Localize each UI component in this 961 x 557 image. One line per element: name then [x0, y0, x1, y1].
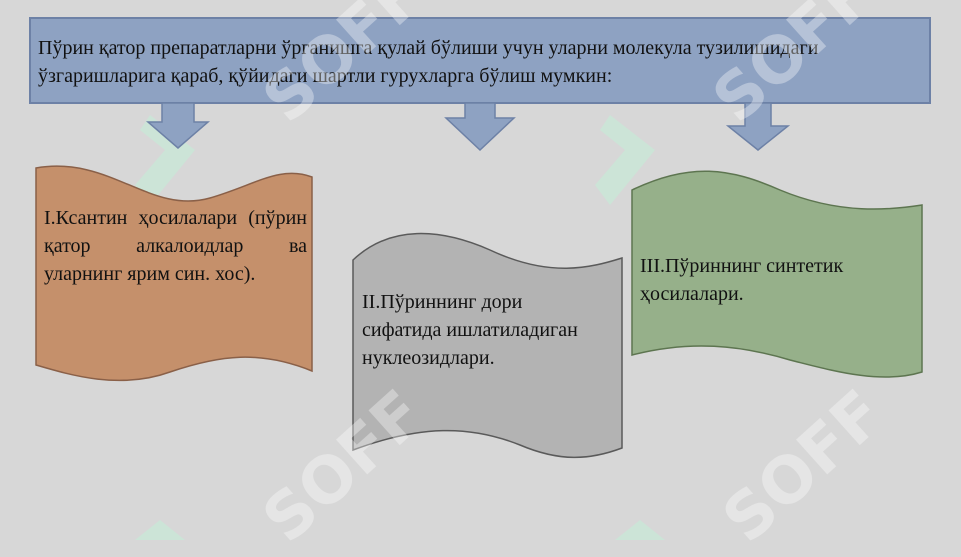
- diagram-canvas: [29, 17, 931, 540]
- watermark-logo-icon: [135, 115, 665, 540]
- down-arrow-icon: [444, 102, 516, 152]
- group-2-label: II.Пўриннинг дори сифатида ишлатиладиган…: [362, 291, 578, 369]
- group-1-label: I.Ксантин ҳосилалари (пўрин қатор алкало…: [44, 207, 307, 285]
- group-box-1: [35, 165, 313, 382]
- group-3-label: III.Пўриннинг синтетик ҳосилалари.: [640, 255, 844, 305]
- header-box: [29, 17, 931, 104]
- group-box-2: [352, 232, 623, 459]
- down-arrow-icon: [725, 102, 791, 151]
- group-box-3: [631, 170, 923, 378]
- header-text: Пўрин қатор препаратларни ўрганишга қула…: [38, 37, 819, 87]
- down-arrow-icon: [145, 102, 211, 149]
